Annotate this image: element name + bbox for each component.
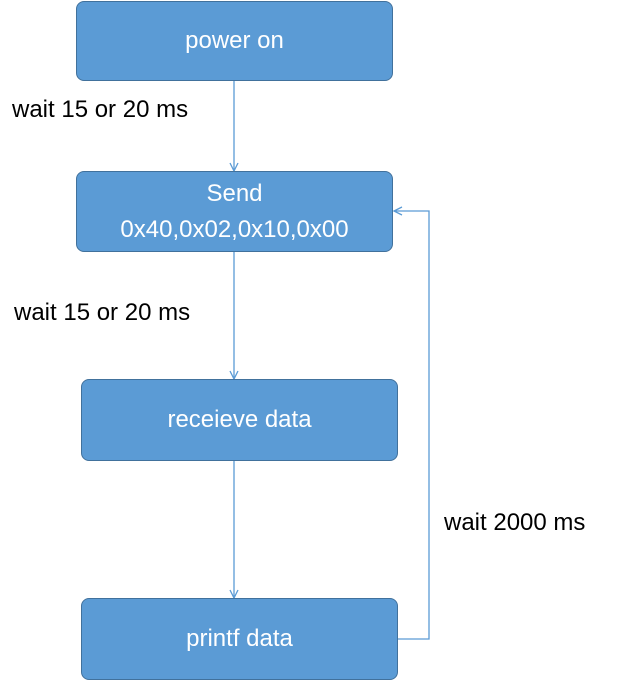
node-send: Send 0x40,0x02,0x10,0x00 xyxy=(76,171,393,252)
node-receive-data: receieve data xyxy=(81,379,398,461)
node-printf-data-label: printf data xyxy=(186,625,293,652)
node-receive-data-label: receieve data xyxy=(167,406,312,433)
edge-label-loop-wait: wait 2000 ms xyxy=(444,509,586,536)
node-send-label: Send xyxy=(206,179,263,207)
node-power-on: power on xyxy=(76,1,393,81)
arrow-loop-printf-to-send xyxy=(394,211,430,640)
node-power-on-label: power on xyxy=(185,27,284,54)
node-send-bytes: 0x40,0x02,0x10,0x00 xyxy=(120,215,349,243)
edge-label-wait-after-send: wait 15 or 20 ms xyxy=(14,299,191,326)
edge-label-wait-after-power: wait 15 or 20 ms xyxy=(12,96,189,123)
node-printf-data: printf data xyxy=(81,598,398,680)
